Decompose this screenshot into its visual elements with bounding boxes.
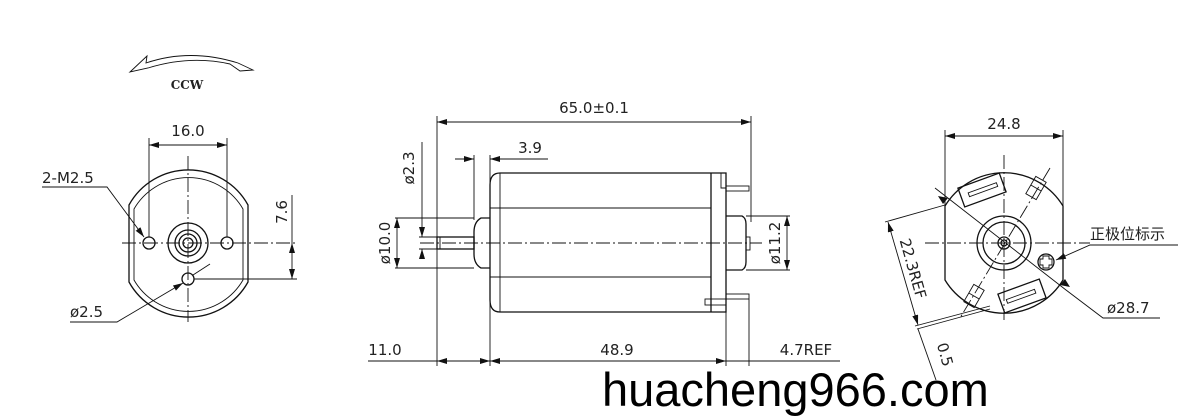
dim-2-3-label: ø2.3 <box>400 151 418 184</box>
dim-65-label: 65.0±0.1 <box>559 99 629 117</box>
dim-4-7-label: 4.7REF <box>780 341 832 359</box>
positive-mark-leader <box>1055 244 1178 261</box>
dia-28-7-label: ø28.7 <box>1107 299 1150 317</box>
positive-mark-label: 正极位标示 <box>1090 225 1165 243</box>
dim-22-3-label: 22.3REF <box>896 236 930 300</box>
dim-3-9-label: 3.9 <box>518 139 542 157</box>
dia-28-7-leader <box>934 187 1160 319</box>
hole-dia-leader <box>70 282 184 323</box>
side-view: 65.0±0.1 3.9 ø10.0 ø2.3 <box>368 99 840 366</box>
brush-bottom <box>997 278 1047 314</box>
tapped-holes-leader <box>42 186 145 238</box>
dim-11-label: 11.0 <box>368 341 401 359</box>
watermark: huacheng966.com <box>602 363 989 416</box>
dim-10-label: ø10.0 <box>376 222 394 265</box>
dim-16-label: 16.0 <box>171 122 204 140</box>
front-view: CCW 16.0 7.6 2-M2.5 ø2.5 <box>42 54 297 323</box>
dim-48-9-label: 48.9 <box>600 341 633 359</box>
dim-11-2-label: ø11.2 <box>766 222 784 265</box>
ccw-label: CCW <box>171 78 204 92</box>
ccw-arrow-icon <box>128 54 255 73</box>
dim-7-6-label: 7.6 <box>273 200 291 224</box>
positive-mark-icon <box>1037 253 1055 271</box>
hole-dia-label: ø2.5 <box>70 303 103 321</box>
front-inner-outline <box>133 177 244 312</box>
terminal-top <box>725 185 750 192</box>
tapped-holes-label: 2-M2.5 <box>42 169 94 187</box>
brush-top <box>957 172 1007 208</box>
front-outline <box>128 169 249 318</box>
dim-0-5-label: 0.5 <box>933 341 957 369</box>
terminal-bottom <box>725 293 750 300</box>
dim-24-8-label: 24.8 <box>987 115 1020 133</box>
rear-view: 24.8 正极位标示 ø28.7 <box>884 115 1178 381</box>
dim-22-3 <box>887 221 919 326</box>
motor-body <box>489 172 727 313</box>
